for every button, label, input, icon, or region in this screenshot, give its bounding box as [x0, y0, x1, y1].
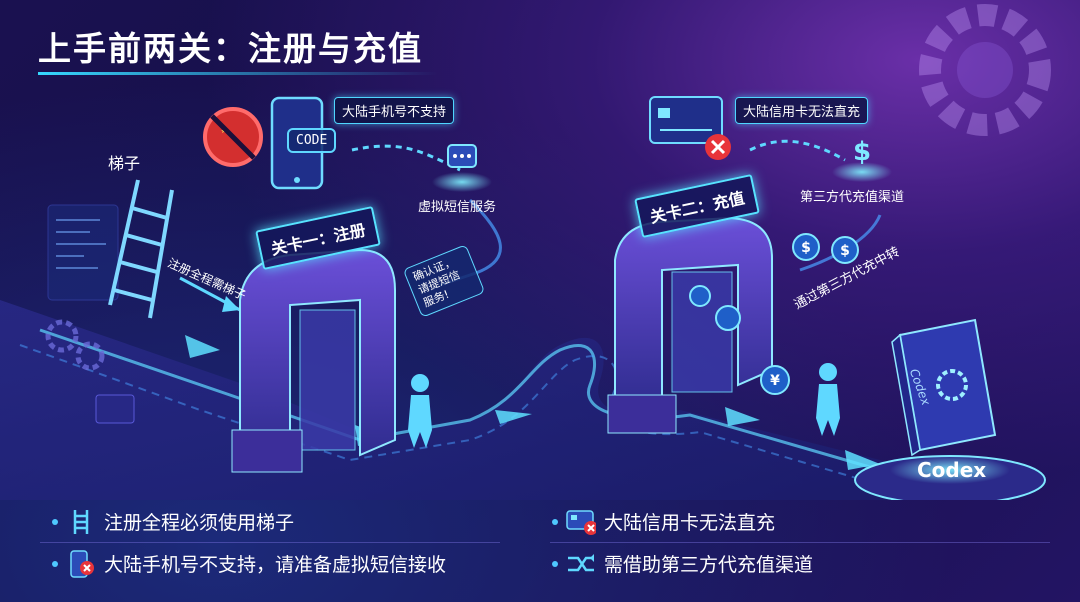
bullet-dot: [552, 560, 558, 567]
gate-two-arch: [607, 216, 773, 434]
summary-item-ladder: 注册全程必须使用梯子: [52, 508, 294, 535]
person-figure-two: [816, 363, 840, 436]
gears-decoration-icon: [45, 319, 105, 371]
summary-item-card: 大陆信用卡无法直充: [552, 508, 775, 535]
svg-text:$: $: [853, 137, 871, 167]
summary-item-third-party: 需借助第三方代充值渠道: [552, 550, 813, 577]
credit-card-icon: [649, 96, 723, 144]
phone-unsupported-tag: 大陆手机号不支持: [334, 97, 455, 124]
phone-code-bubble: CODE: [287, 128, 337, 153]
relay-arrow-icon: [566, 551, 596, 577]
bullet-dot: [52, 560, 58, 567]
summary-divider-right: [550, 542, 1050, 543]
summary-text: 大陆手机号不支持，请准备虚拟短信接收: [104, 554, 447, 576]
ladder-label: 梯子: [108, 154, 141, 173]
card-unsupported-tag: 大陆信用卡无法直充: [735, 97, 869, 124]
svg-text:$: $: [801, 240, 811, 256]
title-underline: [38, 72, 438, 75]
ladder-icon: [66, 509, 96, 535]
sms-service-label: 虚拟短信服务: [418, 200, 497, 215]
chip-decoration-icon: [95, 394, 135, 424]
phone-blocked-icon: [66, 549, 96, 578]
summary-text: 需借助第三方代充值渠道: [604, 554, 814, 576]
svg-text:$: $: [840, 243, 850, 259]
code-panel-decoration: [47, 204, 119, 301]
page-title: 上手前两关：注册与充值: [38, 29, 423, 68]
gate-one-arch: [231, 248, 396, 473]
blocked-flag-icon: [203, 107, 263, 167]
card-blocked-icon: [566, 509, 596, 535]
gear-decoration-icon: [919, 4, 1051, 136]
scene-illustration: $ $ $ ¥: [0, 4, 1051, 500]
codex-book-icon: [854, 318, 1046, 500]
summary-section: 注册全程必须使用梯子 大陆手机号不支持，请准备虚拟短信接收 大陆信用卡无法直充 …: [0, 500, 1080, 602]
summary-item-phone: 大陆手机号不支持，请准备虚拟短信接收: [52, 549, 447, 578]
card-error-icon: [705, 134, 731, 160]
bullet-dot: [52, 518, 58, 525]
dollar-pedestal-icon: $: [832, 137, 892, 182]
codex-label: Codex: [917, 458, 987, 482]
sms-service-icon: [432, 144, 492, 192]
summary-text: 大陆信用卡无法直充: [604, 512, 776, 534]
summary-divider-left: [40, 542, 500, 543]
summary-text: 注册全程必须使用梯子: [104, 512, 295, 534]
ladder-icon: [108, 179, 174, 319]
svg-text:¥: ¥: [770, 373, 780, 389]
person-figure-one: [408, 374, 432, 448]
third-party-channel-label: 第三方代充值渠道: [800, 190, 905, 205]
bullet-dot: [552, 518, 558, 525]
coin-icons: [689, 233, 859, 395]
